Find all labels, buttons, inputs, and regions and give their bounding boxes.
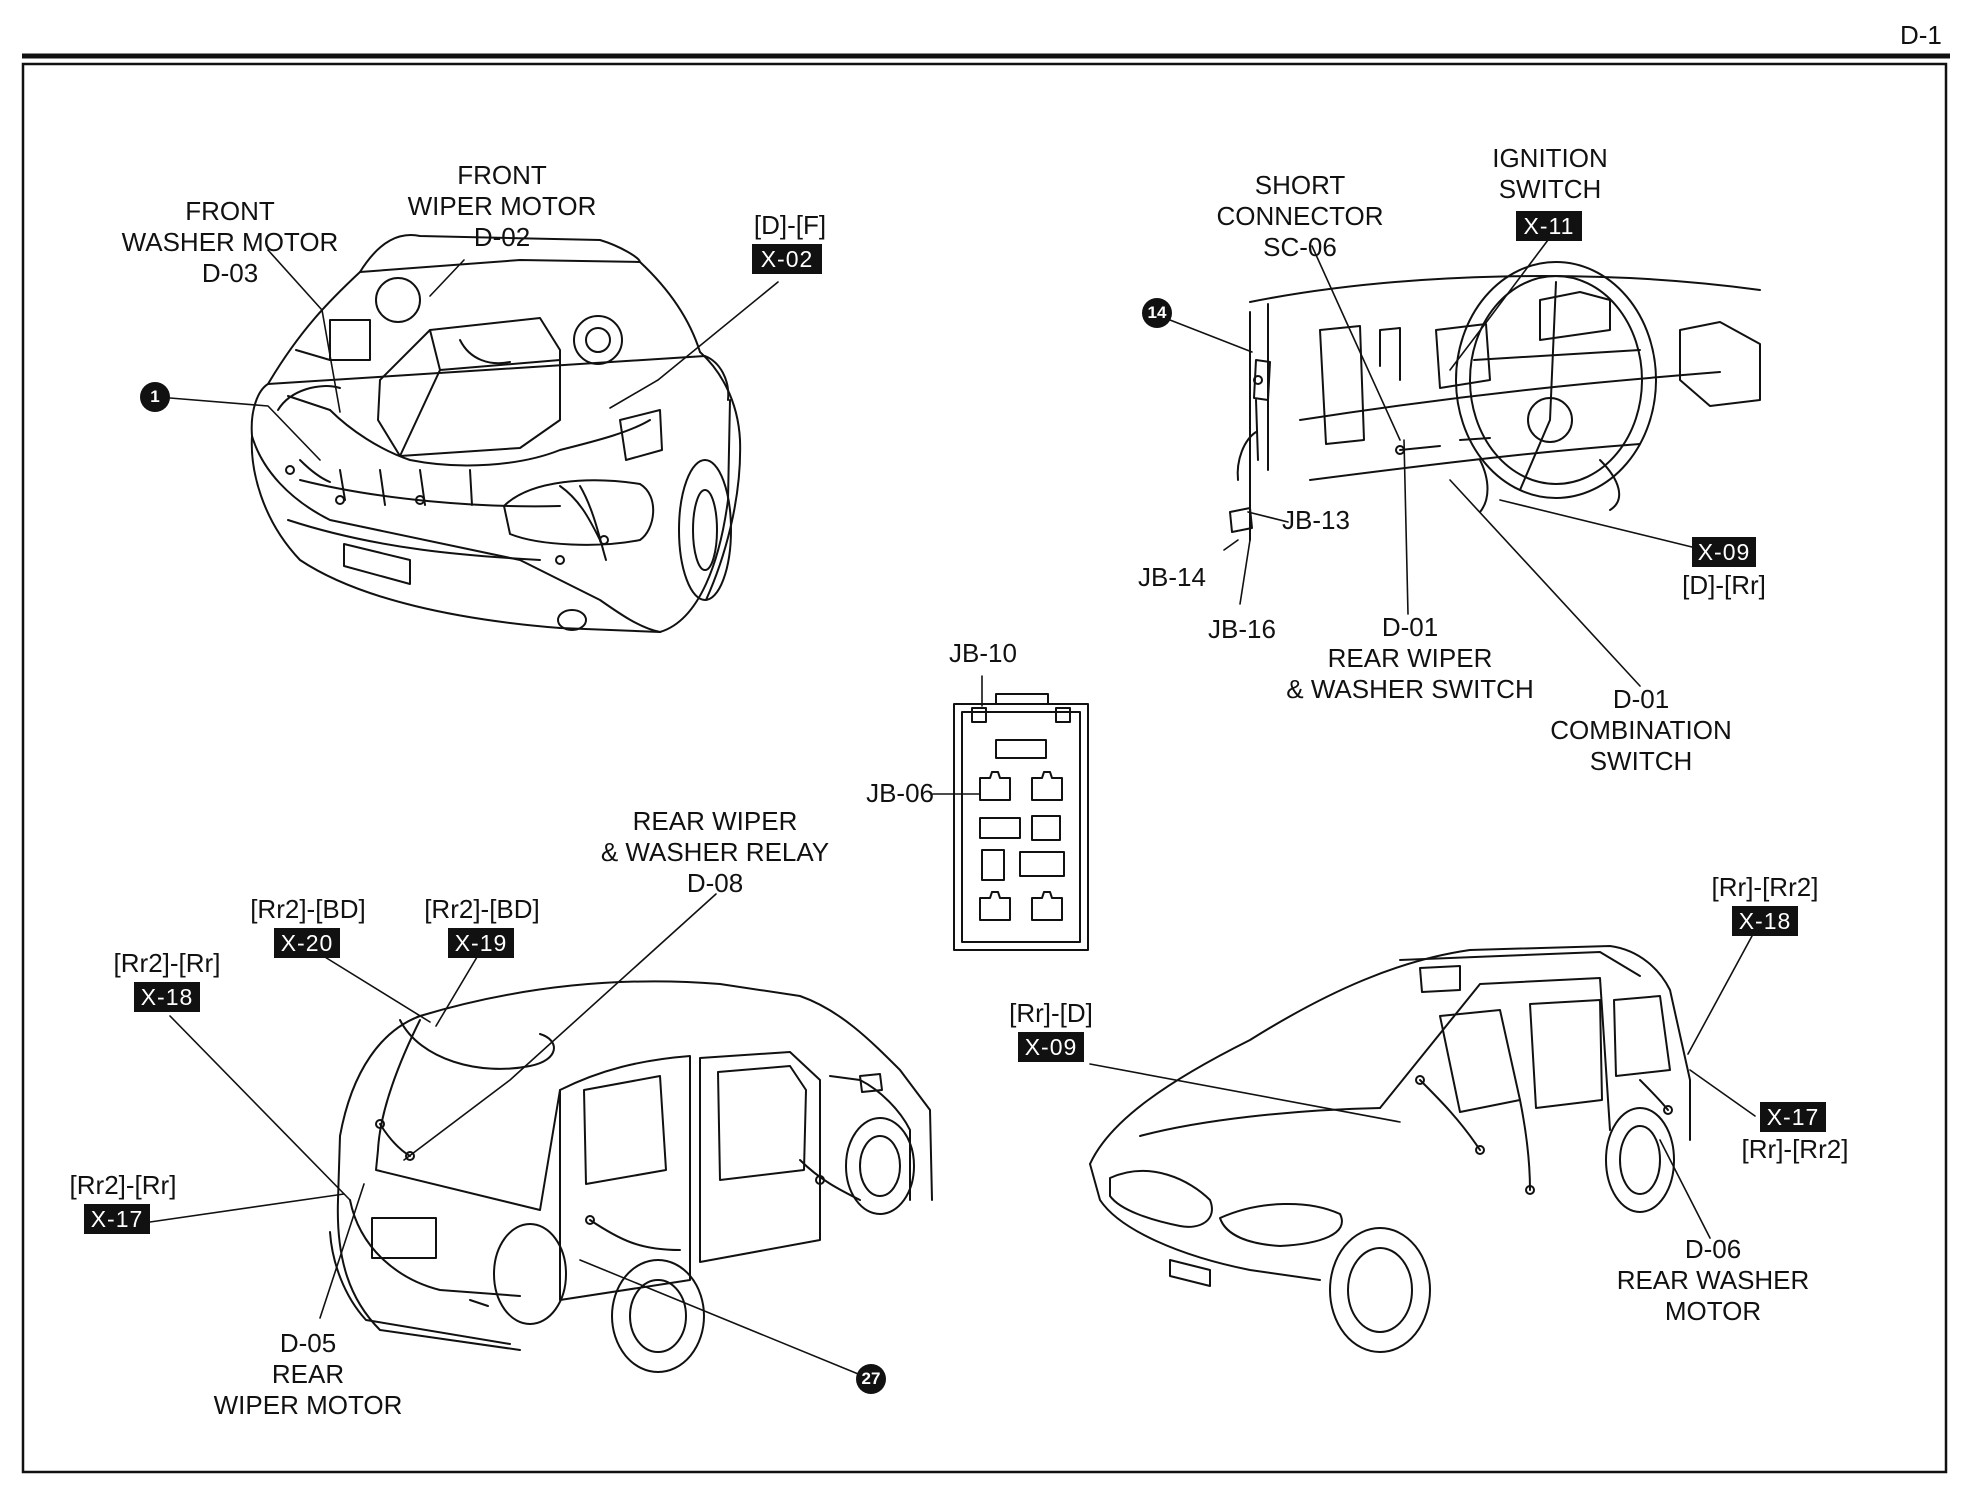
label-line: COMBINATION <box>1550 715 1732 745</box>
leader-lines <box>149 239 1756 1379</box>
label-ignition-switch: IGNITION SWITCH <box>1470 143 1630 205</box>
label-line: IGNITION <box>1492 143 1608 173</box>
connector-badge-x09-bottom: X-09 <box>1018 1032 1084 1062</box>
label-line: D-03 <box>201 258 259 288</box>
connector-badge-x17-right: X-17 <box>1760 1102 1826 1132</box>
label-line: D-06 <box>1684 1234 1742 1264</box>
label-rr2-bd-left: [Rr2]-[BD] <box>250 894 366 924</box>
label-line: D-05 <box>279 1328 337 1358</box>
label-line: WIPER MOTOR <box>213 1390 403 1420</box>
label-rr-rr2-lower: [Rr]-[Rr2] <box>1741 1134 1849 1164</box>
label-rear-wiper-washer-switch: D-01 REAR WIPER & WASHER SWITCH <box>1260 612 1560 705</box>
marker-14: 14 <box>1142 298 1172 328</box>
connector-badge-x20: X-20 <box>274 928 340 958</box>
van-front-drawing <box>1089 945 1691 1353</box>
label-line: D-01 <box>1612 684 1670 714</box>
junction-box-drawing <box>953 693 1089 951</box>
label-line: REAR <box>271 1359 345 1389</box>
label-rr2-rr-lower: [Rr2]-[Rr] <box>69 1170 177 1200</box>
label-front-washer-motor: FRONT WASHER MOTOR D-03 <box>110 196 350 289</box>
label-line: REAR WIPER <box>1327 643 1493 673</box>
dashboard-drawing <box>1229 261 1761 541</box>
label-line: D-01 <box>1381 612 1439 642</box>
connector-badge-x17-left: X-17 <box>84 1204 150 1234</box>
page-frame <box>21 62 1948 1474</box>
connector-badge-x18-right: X-18 <box>1732 906 1798 936</box>
label-line: SC-06 <box>1263 232 1337 262</box>
page-number: D-1 <box>1900 20 1942 50</box>
label-line: CONNECTOR <box>1216 201 1384 231</box>
label-line: & WASHER RELAY <box>600 837 830 867</box>
label-line: SWITCH <box>1589 746 1693 776</box>
connector-badge-x18-left: X-18 <box>134 982 200 1012</box>
label-rr2-rr-upper: [Rr2]-[Rr] <box>113 948 221 978</box>
connector-badge-x02: X-02 <box>752 244 822 274</box>
label-line: REAR WASHER <box>1616 1265 1810 1295</box>
label-df-connector: [D]-[F] <box>753 210 827 240</box>
label-rear-wiper-motor: D-05 REAR WIPER MOTOR <box>196 1328 420 1421</box>
label-line: FRONT <box>457 160 547 190</box>
label-combination-switch: D-01 COMBINATION SWITCH <box>1536 684 1746 777</box>
label-line: MOTOR <box>1664 1296 1762 1326</box>
label-rr2-bd-right: [Rr2]-[BD] <box>424 894 540 924</box>
label-rr-rr2-upper: [Rr]-[Rr2] <box>1711 872 1819 902</box>
connector-badge-x09-top: X-09 <box>1692 537 1756 567</box>
label-jb14: JB-14 <box>1138 562 1206 592</box>
marker-1: 1 <box>140 382 170 412</box>
label-rr-d-connector: [Rr]-[D] <box>1009 998 1093 1028</box>
label-line: D-02 <box>473 222 531 252</box>
label-line: REAR WIPER <box>632 806 798 836</box>
label-line: D-08 <box>686 868 744 898</box>
label-jb16: JB-16 <box>1208 614 1276 644</box>
label-rear-washer-motor: D-06 REAR WASHER MOTOR <box>1588 1234 1838 1327</box>
marker-27: 27 <box>856 1364 886 1394</box>
label-line: & WASHER SWITCH <box>1286 674 1534 704</box>
connector-badge-x19: X-19 <box>448 928 514 958</box>
label-front-wiper-motor: FRONT WIPER MOTOR D-02 <box>392 160 612 253</box>
label-jb13: JB-13 <box>1282 505 1350 535</box>
label-jb06: JB-06 <box>866 778 934 808</box>
label-line: SWITCH <box>1498 174 1602 204</box>
label-rear-wiper-washer-relay: REAR WIPER & WASHER RELAY D-08 <box>580 806 850 899</box>
label-drr-connector: [D]-[Rr] <box>1682 570 1766 600</box>
label-line: WIPER MOTOR <box>407 191 597 221</box>
label-line: WASHER MOTOR <box>121 227 339 257</box>
label-jb10: JB-10 <box>949 638 1017 668</box>
van-rear-drawing <box>329 980 933 1373</box>
engine-bay-drawing <box>250 234 742 633</box>
connector-badge-x11: X-11 <box>1516 211 1582 241</box>
label-line: SHORT <box>1254 170 1346 200</box>
label-line: FRONT <box>185 196 275 226</box>
label-short-connector: SHORT CONNECTOR SC-06 <box>1210 170 1390 263</box>
